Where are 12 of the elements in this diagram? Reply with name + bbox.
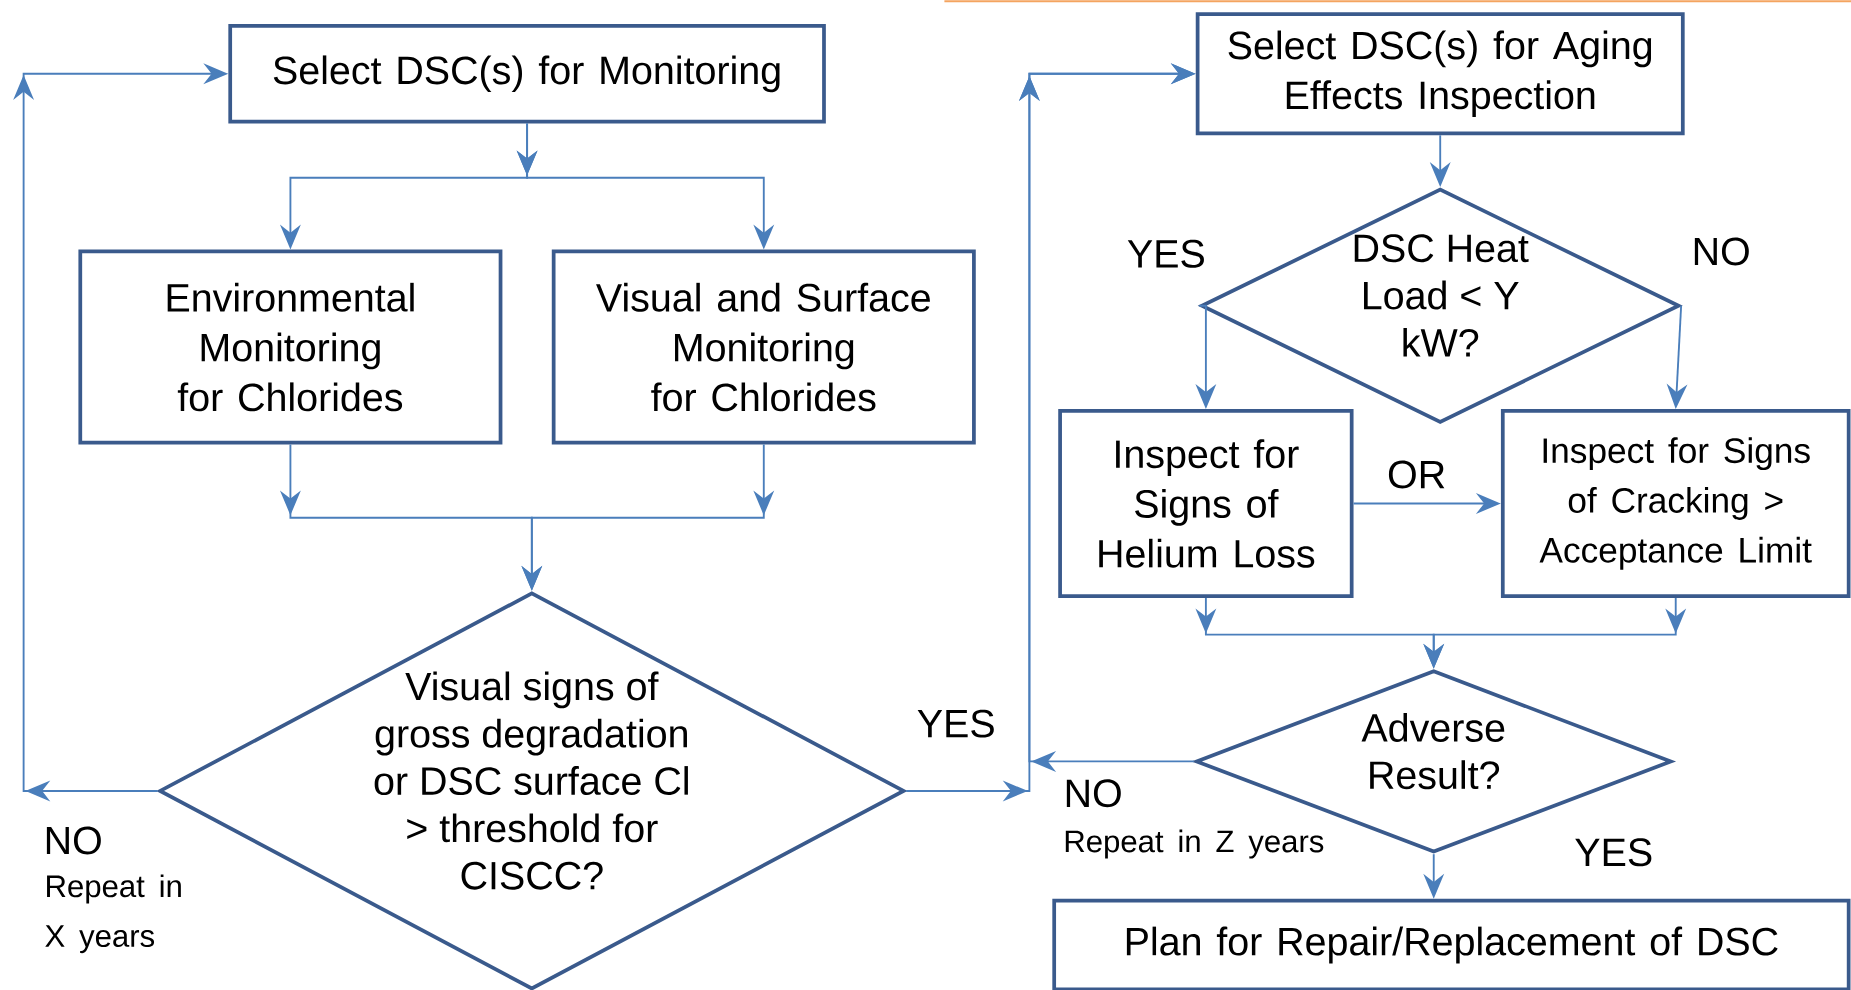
process-box: Plan for Repair/Replacement of DSC (1052, 898, 1851, 990)
process-box: Inspect for Signs of Helium Loss (1058, 408, 1354, 598)
process-box: Select DSC(s) for Aging Effects Inspection (1195, 12, 1685, 136)
process-box: Inspect for Signs of Cracking > Acceptance Limit (1500, 408, 1851, 598)
process-box: Visual and Surface Monitoring for Chlorides (551, 249, 976, 445)
edge-label: NO (39, 822, 107, 859)
edge-label: NO (1687, 233, 1755, 270)
edge-label: OR (1382, 456, 1451, 493)
edge-label: YES (912, 705, 1000, 742)
edge-label: NO (1059, 775, 1127, 812)
process-box: Environmental Monitoring for Chlorides (78, 249, 503, 445)
process-box: Select DSC(s) for Monitoring (228, 23, 826, 124)
